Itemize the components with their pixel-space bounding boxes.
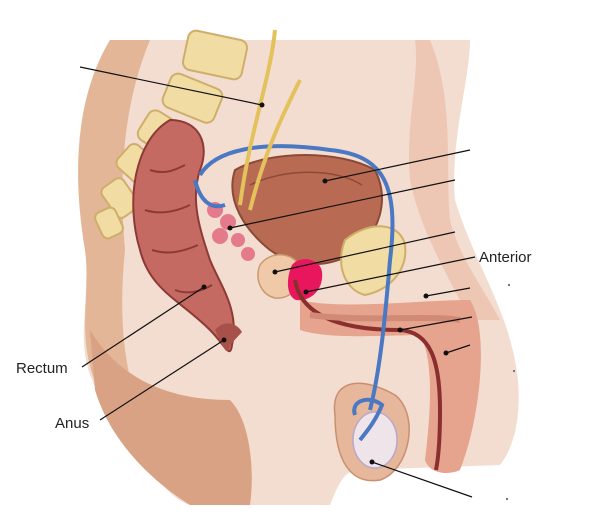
label-anus: Anus bbox=[55, 415, 90, 432]
rectum bbox=[132, 118, 235, 353]
buttock bbox=[90, 330, 252, 505]
penis bbox=[300, 300, 481, 473]
leader-anus bbox=[99, 339, 225, 421]
leader-urethra bbox=[399, 316, 473, 331]
leader-anterior bbox=[305, 256, 476, 293]
leader-testis bbox=[371, 461, 473, 498]
vas-deferens bbox=[198, 144, 395, 411]
leader-prostate bbox=[274, 231, 456, 273]
marker-dot bbox=[513, 370, 515, 372]
leader-rectum bbox=[81, 286, 205, 368]
epididymis bbox=[352, 397, 385, 442]
penis-inner bbox=[309, 312, 461, 323]
front-abdomen bbox=[408, 40, 500, 320]
leader-penis-lower bbox=[445, 344, 471, 354]
marker-dot bbox=[508, 284, 510, 286]
leader-seminal bbox=[229, 179, 456, 229]
leader-bladder bbox=[324, 149, 471, 182]
leader-endpoints bbox=[201, 102, 449, 465]
marker-dot bbox=[506, 498, 508, 500]
leader-top-left bbox=[79, 66, 263, 106]
rectum-folds bbox=[144, 164, 213, 294]
vas-deferens-loop bbox=[193, 179, 226, 209]
leader-penis-upper bbox=[425, 287, 471, 297]
testis bbox=[352, 411, 398, 469]
anal-canal bbox=[215, 323, 242, 352]
ureter-left bbox=[238, 29, 277, 206]
urethra bbox=[293, 279, 443, 471]
seminal-vesicles bbox=[207, 202, 255, 261]
leader-lines bbox=[79, 66, 476, 498]
label-rectum: Rectum bbox=[16, 360, 68, 377]
label-anterior: Anterior bbox=[479, 249, 532, 266]
ureter-right bbox=[248, 79, 302, 211]
bladder-wall-inner bbox=[249, 171, 363, 186]
